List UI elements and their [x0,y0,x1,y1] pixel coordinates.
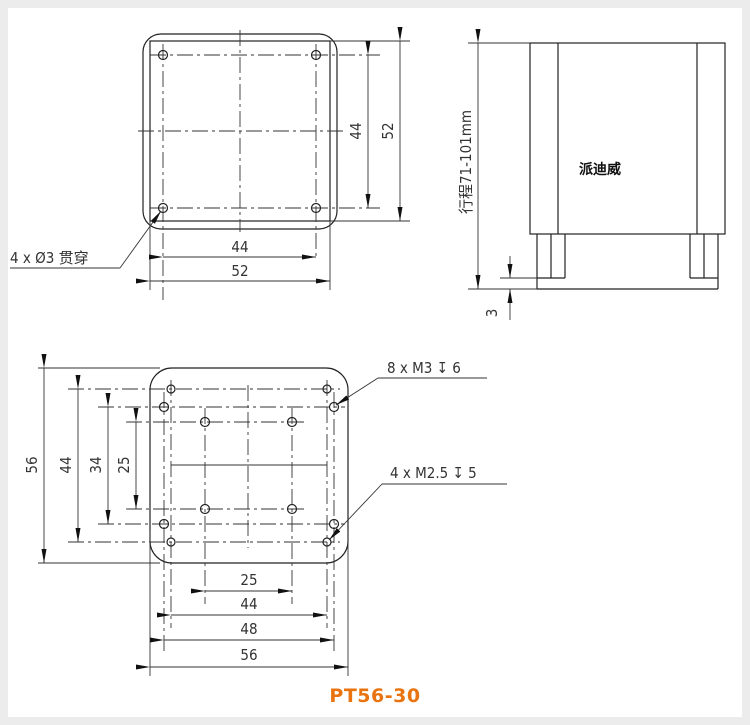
note-m25-threaded: 4 x M2.5 ↧ 5 [390,464,477,482]
dim-bottom-horizontal-56: 56 [240,646,257,664]
through-hole [157,49,322,214]
dim-bottom-horizontal-44: 44 [240,595,257,613]
brand-label: 派迪威 [579,161,621,178]
model-title: PT56-30 [329,685,421,707]
dim-bottom-vertical-56: 56 [23,456,41,473]
bottom-view: 56 44 34 25 25 44 48 56 8 x M3 ↧ 6 4 x M… [23,354,507,676]
dim-top-vertical-inner: 44 [347,122,365,139]
stroke-label: 行程71-101mm [457,110,475,214]
dim-top-vertical-outer: 52 [379,122,397,139]
dim-bottom-vertical-44: 44 [57,456,75,473]
dim-top-horizontal-inner: 44 [231,238,248,256]
dim-bottom-vertical-25: 25 [115,456,133,473]
hole-note-through: 4 x Ø3 贯穿 [10,249,89,267]
threaded-hole [158,384,340,547]
side-view: 行程71-101mm 3 派迪威 [457,29,726,320]
dim-top-horizontal-outer: 52 [231,262,248,280]
drawing-sheet [8,8,742,717]
dim-side-bottom: 3 [483,309,501,318]
dim-bottom-vertical-34: 34 [87,456,105,473]
note-m3-threaded: 8 x M3 ↧ 6 [387,359,461,377]
dim-bottom-horizontal-48: 48 [240,620,257,638]
dim-bottom-horizontal-25: 25 [240,571,257,589]
top-view: 44 52 44 52 4 x Ø3 贯穿 [10,27,410,300]
